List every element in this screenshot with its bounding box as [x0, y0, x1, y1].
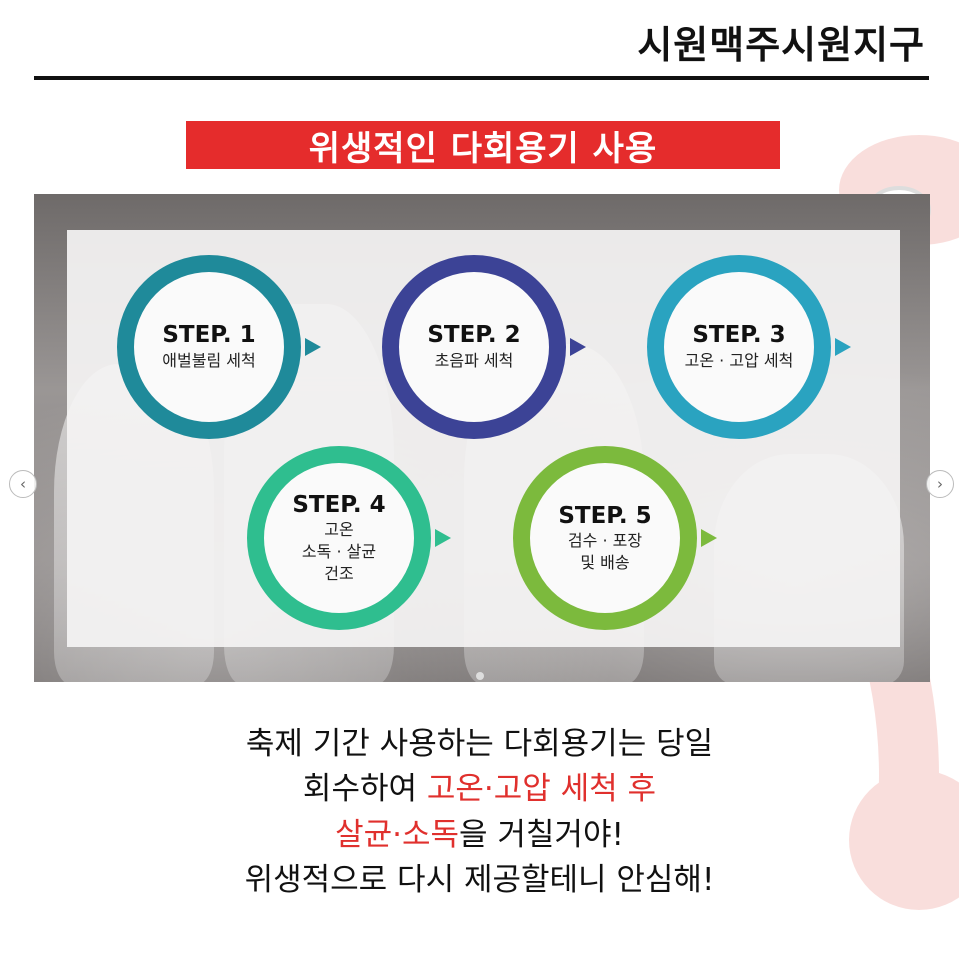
page-title: 시원맥주시원지구 — [637, 23, 925, 67]
caption-line-3-highlight: 살균·소독 — [335, 816, 460, 853]
caption-line-4: 위생적으로 다시 제공할테니 안심해! — [244, 861, 715, 898]
step-5-circle: STEP. 5 검수 · 포장 및 배송 — [513, 446, 717, 630]
step-2-description: 초음파 세척 — [434, 351, 514, 370]
carousel-prev-button[interactable]: ‹ — [9, 470, 37, 498]
caption-line-2-plain: 회수하여 — [302, 771, 427, 808]
pointer-arrow-icon — [305, 338, 321, 356]
chevron-right-icon: › — [937, 475, 943, 493]
carousel-indicator — [475, 672, 484, 680]
step-1-title: STEP. 1 — [162, 322, 256, 349]
pointer-arrow-icon — [435, 529, 451, 547]
pointer-arrow-icon — [835, 338, 851, 356]
step-1-description: 애벌불림 세척 — [162, 351, 256, 370]
header-divider — [34, 76, 929, 80]
step-2-circle: STEP. 2 초음파 세척 — [382, 255, 586, 439]
caption-line-2: 회수하여 고온·고압 세척 후 — [80, 767, 879, 812]
step-3-title: STEP. 3 — [692, 322, 786, 349]
caption-line-3: 살균·소독을 거칠거야! — [80, 813, 879, 858]
step-4-circle: STEP. 4 고온 소독 · 살균 건조 — [247, 446, 451, 630]
section-banner: 위생적인 다회용기 사용 — [186, 121, 780, 169]
caption-line-2-highlight: 고온·고압 세척 후 — [426, 771, 657, 808]
caption-text: 축제 기간 사용하는 다회용기는 당일 회수하여 고온·고압 세척 후 살균·소… — [80, 722, 879, 903]
step-2-title: STEP. 2 — [427, 322, 521, 349]
step-5-title: STEP. 5 — [558, 502, 652, 529]
step-3-circle: STEP. 3 고온 · 고압 세척 — [647, 255, 851, 439]
step-1-circle: STEP. 1 애벌불림 세척 — [117, 255, 321, 439]
chevron-left-icon: ‹ — [20, 475, 26, 493]
pointer-arrow-icon — [570, 338, 586, 356]
step-4-description: 고온 소독 · 살균 건조 — [301, 520, 377, 583]
pointer-arrow-icon — [701, 529, 717, 547]
step-5-description: 검수 · 포장 및 배송 — [567, 531, 643, 572]
caption-line-3-plain: 을 거칠거야! — [459, 816, 624, 853]
carousel-next-button[interactable]: › — [926, 470, 954, 498]
caption-line-1: 축제 기간 사용하는 다회용기는 당일 — [245, 726, 714, 762]
step-3-description: 고온 · 고압 세척 — [684, 351, 794, 370]
step-4-title: STEP. 4 — [292, 491, 386, 518]
